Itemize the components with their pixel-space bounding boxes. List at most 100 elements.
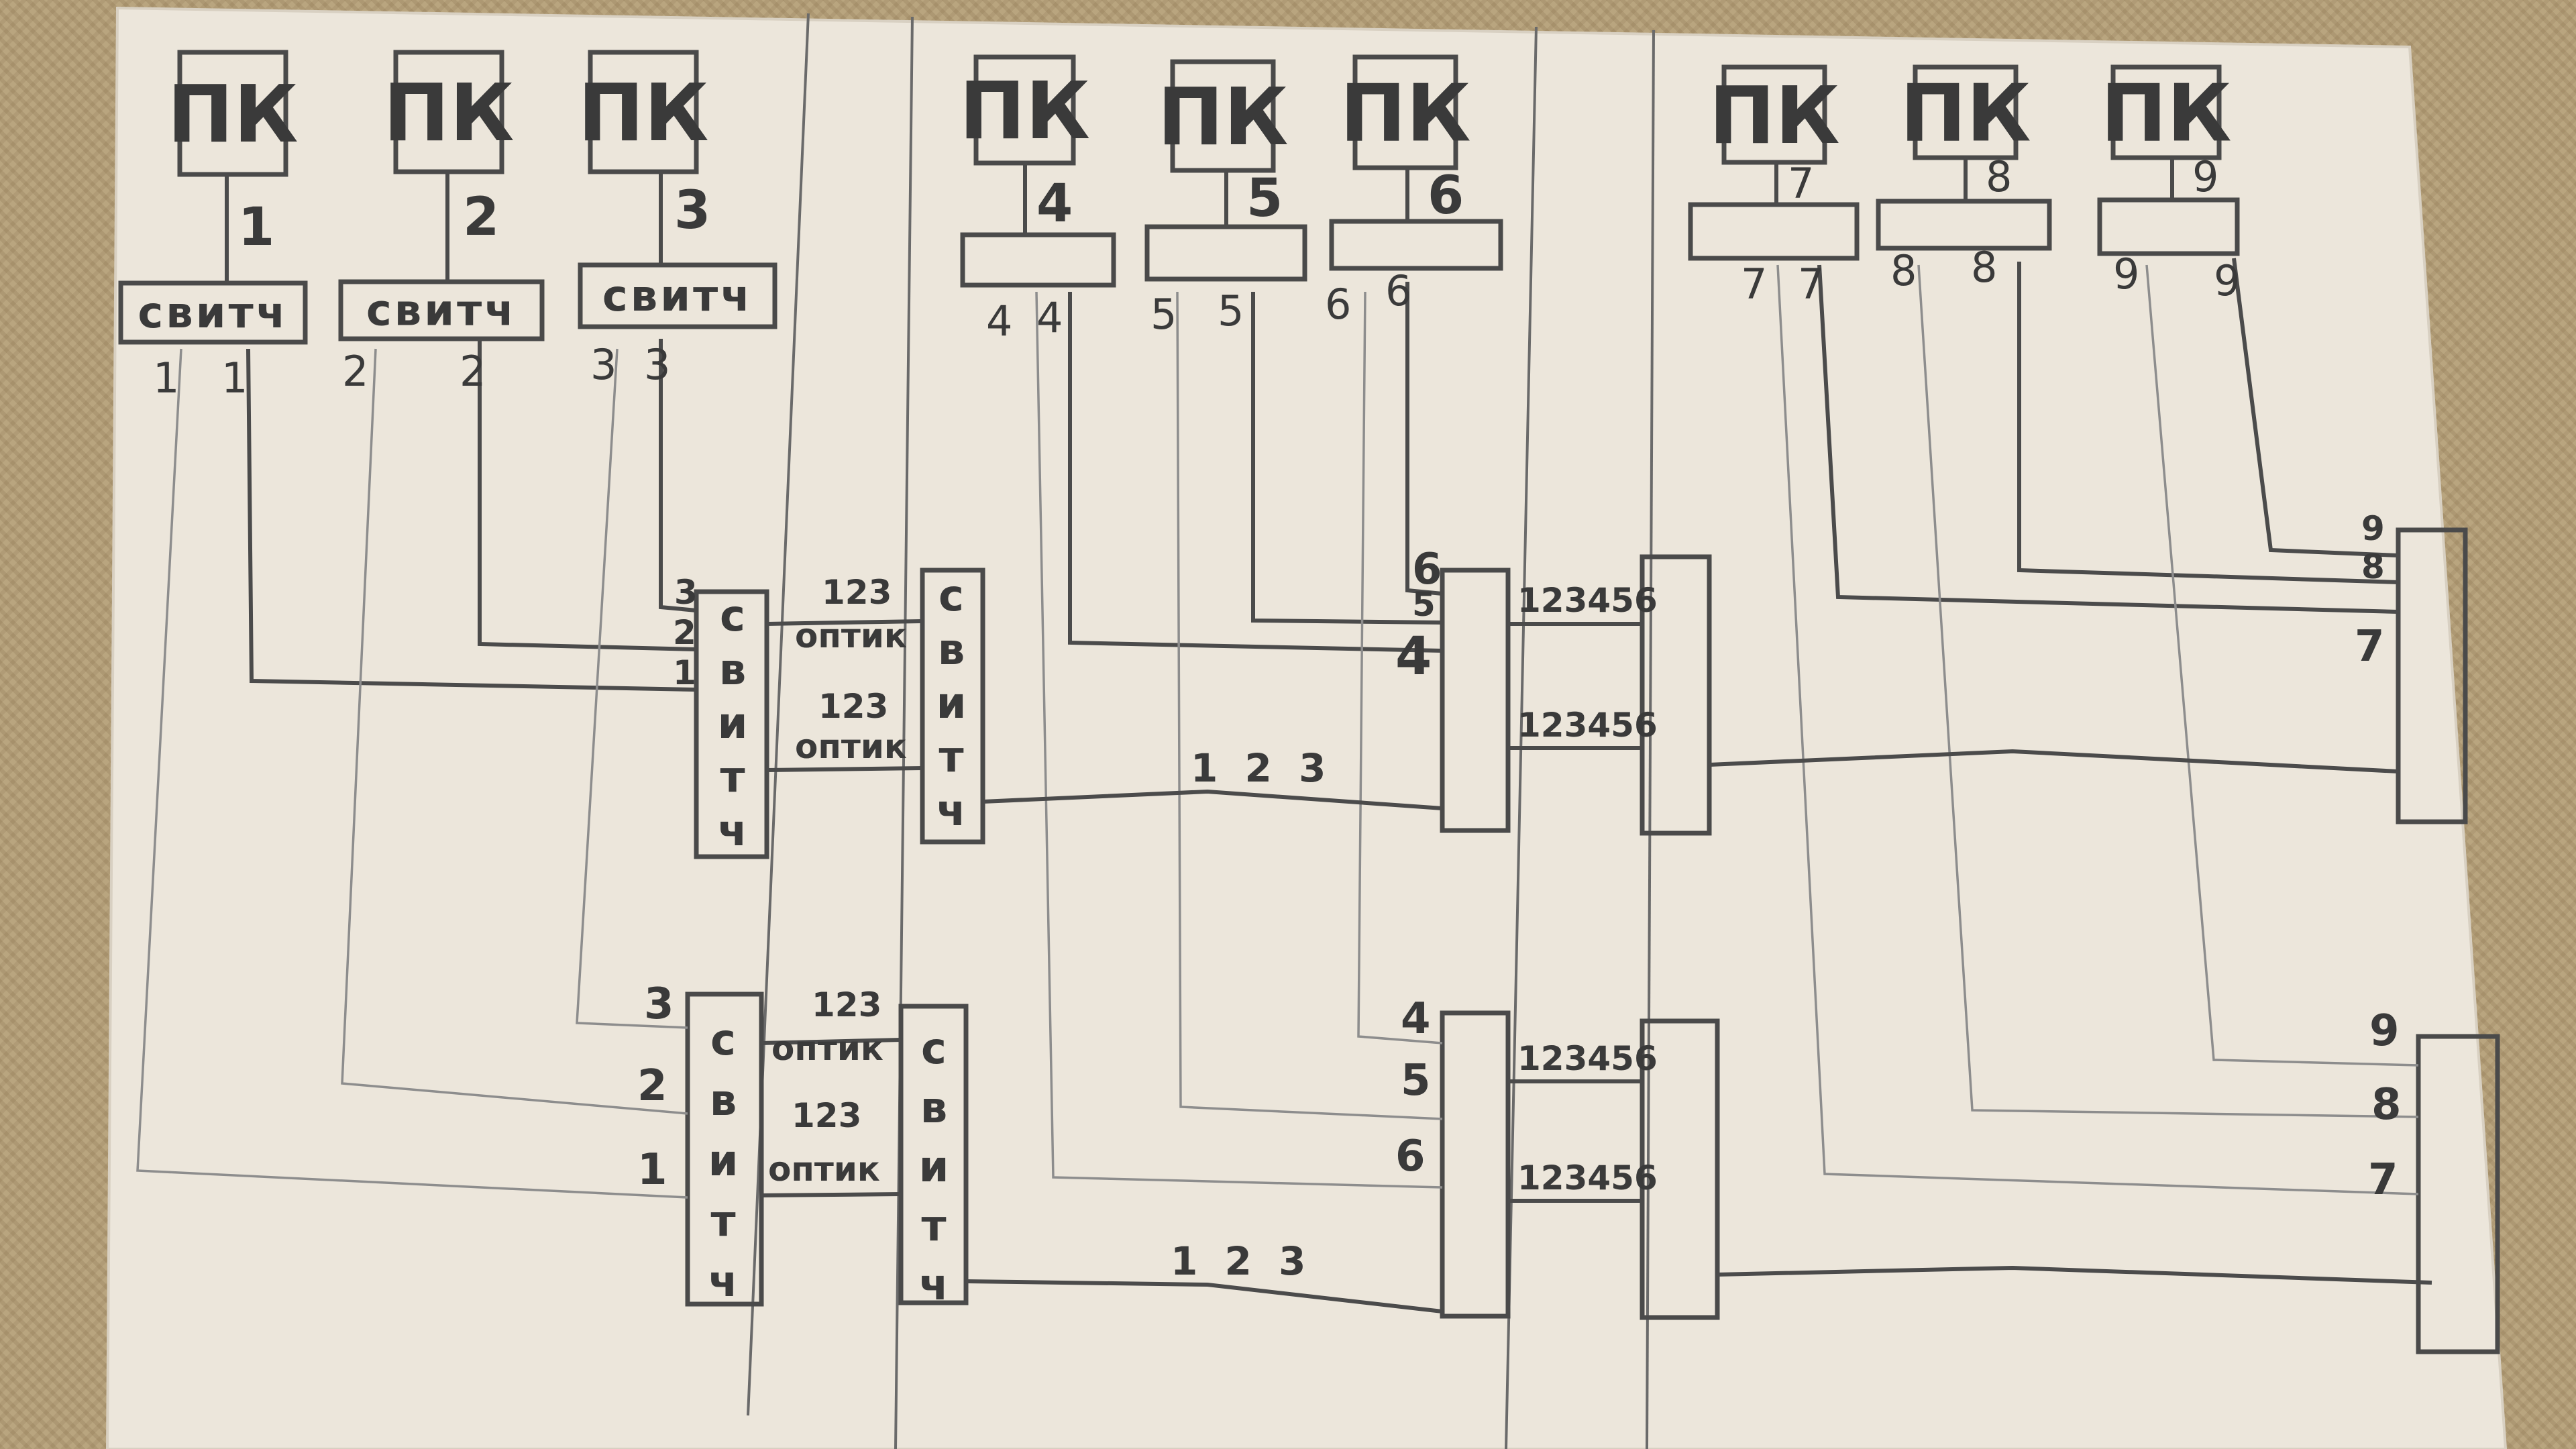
port-label: 6 — [1385, 266, 1411, 315]
small-switch-1: свитч — [118, 280, 308, 345]
port-label: 9 — [2113, 250, 2139, 299]
pc-label: ПК — [1709, 69, 1839, 162]
switch-label: свитч — [366, 286, 517, 336]
pc-label: ПК — [167, 68, 298, 160]
pc-label: ПК — [2100, 67, 2231, 160]
port-label: 5 — [1150, 290, 1177, 339]
switch-letter: и — [718, 699, 748, 749]
switch-letter: ч — [936, 786, 966, 836]
input-label: 3 — [674, 573, 698, 612]
trunk-ports-label: 123456 — [1517, 581, 1658, 620]
fold-lines — [747, 13, 1655, 1449]
pc-8: ПК — [1900, 64, 2031, 160]
pc-4: ПК — [959, 54, 1090, 166]
edge-switch-upper — [2396, 527, 2468, 824]
cables — [136, 156, 2432, 1313]
fiber-label: оптик — [768, 1150, 880, 1189]
pc-2: ПК — [383, 50, 515, 174]
port-label: 8 — [1890, 246, 1917, 295]
small-switch-9 — [2097, 197, 2240, 256]
port-label: 8 — [1971, 243, 1997, 292]
port-label: 6 — [1325, 280, 1351, 329]
switch-letter: т — [938, 733, 963, 782]
copper-ports-label: 1 2 3 — [1191, 745, 1332, 791]
switch-letter: и — [708, 1136, 739, 1186]
pc-box — [1170, 59, 1276, 173]
input-label: 4 — [1401, 994, 1431, 1044]
fiber-ports-label: 123 — [792, 1096, 861, 1135]
switch-letter: и — [936, 679, 967, 729]
small-switch-2: свитч — [338, 279, 545, 341]
small-switch-box — [338, 279, 545, 341]
input-label: 6 — [1412, 545, 1442, 594]
port-label: 9 — [2214, 256, 2240, 305]
pc-box — [588, 50, 699, 174]
fiber-ports-label: 123 — [822, 573, 892, 612]
pc-1: ПК — [167, 50, 299, 177]
fiber-ports-label: 123 — [812, 985, 881, 1024]
small-switch-box — [578, 262, 777, 329]
pc-number-9: 9 — [2192, 152, 2218, 201]
switch-letter: ч — [718, 806, 747, 856]
small-switch-box — [960, 232, 1116, 288]
pc-7: ПК — [1709, 64, 1840, 165]
port-label: 4 — [1036, 293, 1063, 342]
input-label: 8 — [2361, 547, 2385, 586]
pc-5: ПК — [1157, 59, 1289, 173]
switch-letter: с — [921, 1024, 947, 1074]
fiber-label: оптик — [795, 616, 907, 655]
small-switch-box — [2097, 197, 2240, 256]
input-label: 7 — [2368, 1155, 2398, 1205]
switch-letter: с — [938, 572, 964, 621]
small-switch-box — [1329, 219, 1503, 271]
switch-letter: в — [920, 1083, 948, 1133]
pc-number-7: 7 — [1788, 159, 1814, 208]
trunk-ports-label: 123456 — [1517, 706, 1658, 745]
input-label: 9 — [2369, 1006, 2400, 1056]
port-label: 3 — [644, 340, 670, 389]
switch-input-labels: 3 2 1 3 2 1 6 5 4 4 5 6 9 8 7 9 8 7 — [637, 509, 2402, 1205]
input-label: 6 — [1395, 1132, 1426, 1181]
port-label: 7 — [1798, 260, 1824, 309]
small-switch-4 — [960, 232, 1116, 288]
pc-box — [2110, 64, 2222, 160]
pc-number-3: 3 — [674, 180, 710, 241]
port-labels: 1 1 2 2 3 3 4 4 5 5 6 6 7 7 8 8 9 9 — [153, 243, 2240, 402]
small-switch-box — [1688, 202, 1860, 261]
small-switches: свитч свитч свитч — [118, 197, 2240, 345]
copper-ports-label: 1 2 3 — [1171, 1238, 1312, 1284]
port-label: 2 — [460, 347, 486, 396]
switch-letter: в — [719, 645, 747, 695]
switch-upper-left — [694, 589, 769, 859]
small-switch-3: свитч — [578, 262, 777, 329]
pc-number-5: 5 — [1246, 168, 1283, 229]
fiber-label: оптик — [795, 727, 907, 766]
switch-lower-left — [685, 991, 764, 1307]
core-switch-lower-b — [1640, 1018, 1720, 1320]
switch-upper-right — [920, 568, 985, 845]
pc-label: ПК — [1157, 70, 1288, 163]
small-switch-7 — [1688, 202, 1860, 261]
pc-label: ПК — [959, 64, 1090, 157]
input-label: 8 — [2371, 1080, 2402, 1130]
pc-number-1: 1 — [238, 197, 274, 258]
switch-letter: ч — [708, 1257, 738, 1307]
pc-label: ПК — [1340, 67, 1470, 160]
switch-letter: и — [919, 1142, 949, 1192]
fiber-label: оптик — [771, 1029, 883, 1068]
input-label: 4 — [1395, 627, 1432, 687]
core-switch-upper-a — [1440, 568, 1511, 833]
small-switch-box — [118, 280, 308, 345]
pc-number-labels: 1 2 3 4 5 6 7 8 9 — [238, 152, 2218, 258]
input-label: 1 — [673, 653, 696, 692]
input-label: 2 — [637, 1061, 667, 1111]
switch-label: свитч — [602, 272, 753, 321]
input-label: 9 — [2361, 509, 2385, 548]
port-label: 1 — [221, 354, 248, 402]
pc-label: ПК — [1900, 67, 2031, 160]
switch-letter: в — [938, 625, 965, 675]
pc-number-8: 8 — [1986, 152, 2012, 201]
link-labels: 1 2 3 1 2 3 123456 123456 123456 123456 — [1171, 581, 1658, 1284]
switch-letter: в — [710, 1076, 737, 1126]
